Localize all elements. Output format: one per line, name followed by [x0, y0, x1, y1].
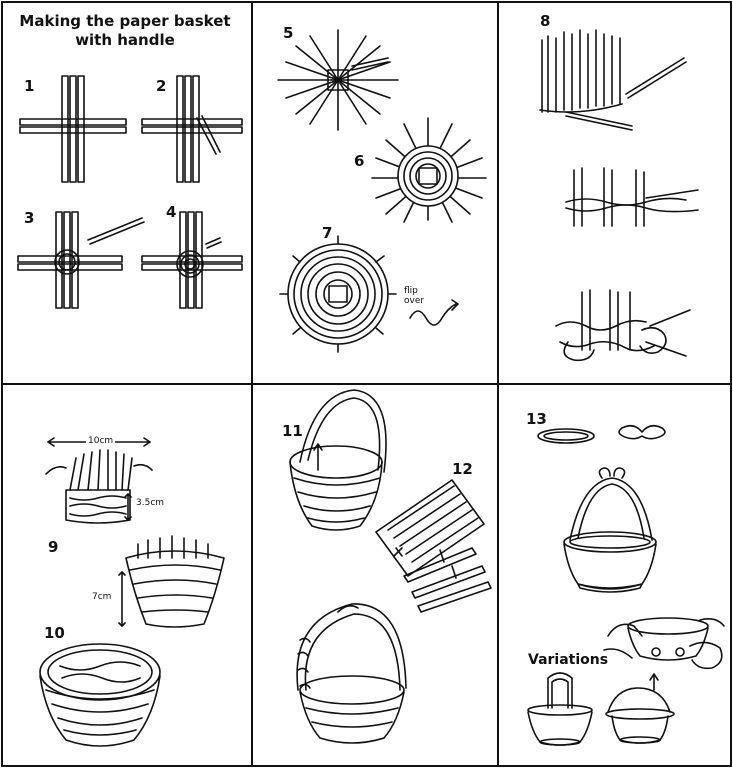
step-number-5: 5	[283, 24, 294, 42]
step-11-drawing	[289, 389, 387, 531]
height-small-label: 3.5cm	[136, 498, 165, 508]
step-1-drawing	[19, 75, 127, 183]
step-number-9: 9	[48, 538, 59, 556]
variations-drawing	[527, 672, 675, 746]
step-number-1: 1	[24, 77, 35, 95]
step-9-tall-basket	[118, 535, 225, 628]
variations-label: Variations	[528, 652, 609, 668]
flip-label-line-2: over	[404, 296, 425, 306]
step-number-8: 8	[540, 12, 551, 30]
width-label: 10cm	[86, 436, 116, 446]
step-10-drawing	[39, 643, 161, 747]
step-3-drawing	[17, 211, 145, 309]
step-7-drawing	[279, 235, 459, 353]
step-6-drawing	[371, 117, 487, 223]
step-8-drawing	[539, 29, 699, 362]
height-large-label: 7cm	[92, 592, 112, 602]
step-number-4: 4	[166, 203, 177, 221]
step-4-drawing	[141, 211, 243, 309]
title-line-2: with handle	[75, 31, 175, 49]
title-line-1: Making the paper basket	[19, 12, 231, 30]
step-number-12: 12	[452, 460, 473, 478]
shaping-bowl-drawing	[603, 617, 725, 691]
step-12-drawing	[375, 479, 492, 613]
step-number-6: 6	[354, 152, 365, 170]
page-title: Making the paper basket with handle	[14, 12, 236, 50]
step-12-braided-basket	[296, 603, 407, 744]
flip-over-label: flip over	[404, 286, 424, 306]
step-number-13: 13	[526, 410, 547, 428]
flip-label-line-1: flip	[404, 286, 418, 296]
step-number-3: 3	[24, 209, 35, 227]
step-9-small-basket	[45, 437, 153, 524]
step-number-2: 2	[156, 77, 167, 95]
step-2-drawing	[141, 75, 243, 183]
step-5-drawing	[277, 29, 399, 131]
step-number-7: 7	[322, 224, 333, 242]
step-13-drawing	[537, 424, 666, 593]
step-number-11: 11	[282, 422, 303, 440]
step-number-10: 10	[44, 624, 65, 642]
